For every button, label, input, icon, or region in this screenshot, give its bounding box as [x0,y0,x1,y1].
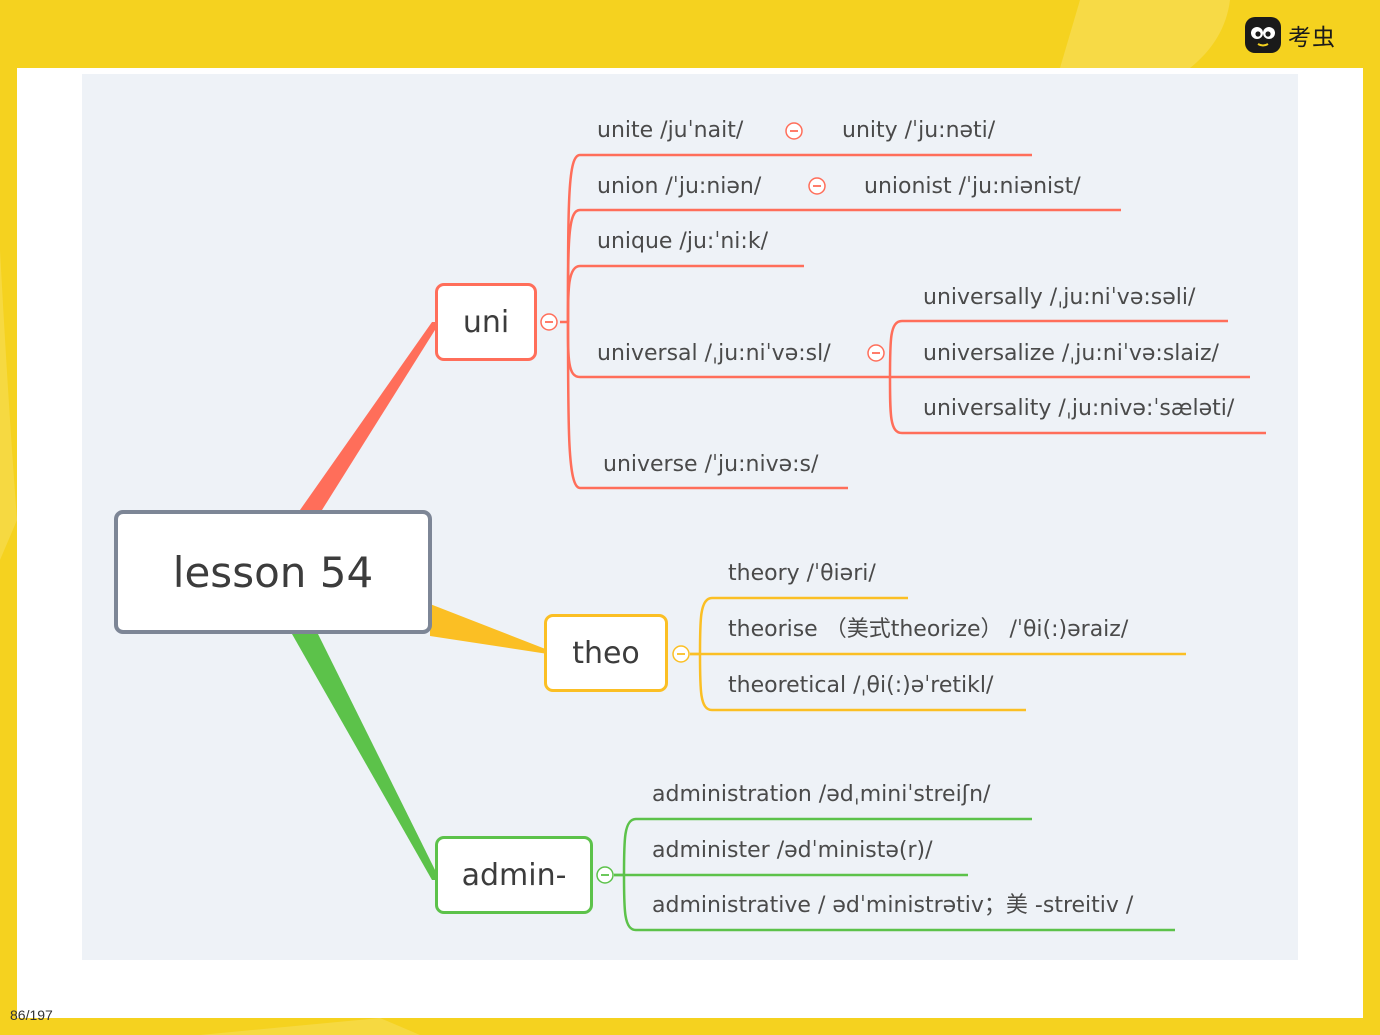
brand-name: 考虫 [1288,25,1336,51]
leaf-theoretical[interactable]: theoretical /ˌθi(:)əˈretikl/ [728,673,994,698]
leaf-unity[interactable]: unity /ˈju:nəti/ [842,118,996,143]
admin-node[interactable]: admin- [435,836,593,914]
leaf-administrative[interactable]: administrative / ədˈministrətiv；美 -strei… [652,893,1134,918]
theo-label: theo [572,635,640,671]
admin-sub-branches [614,817,1175,932]
leaf-universality[interactable]: universality /ˌju:nivə:ˈsæləti/ [923,396,1235,421]
leaf-unionist[interactable]: unionist /ˈju:niənist/ [864,174,1081,199]
admin-label: admin- [461,857,567,893]
leaf-theory[interactable]: theory /ˈθiəri/ [728,561,876,586]
theo-node[interactable]: theo [544,614,668,692]
leaf-universalize[interactable]: universalize /ˌju:niˈvə:slaiz/ [923,341,1219,366]
leaf-administer[interactable]: administer /ədˈministə(r)/ [652,838,933,863]
leaf-administration[interactable]: administration /ədˌminiˈstreiʃn/ [652,782,991,807]
leaf-universally[interactable]: universally /ˌju:niˈvə:səli/ [923,285,1196,310]
root-label: lesson 54 [172,547,374,597]
page-counter: 86/197 [10,1007,53,1023]
uni-main-branch [300,322,440,510]
leaf-universe[interactable]: universe /ˈju:nivə:s/ [603,452,819,477]
theo-main-branch [430,604,548,654]
theo-sub-branches [690,596,1186,712]
leaf-unique[interactable]: unique /ju:ˈni:k/ [597,229,768,254]
leaf-unite[interactable]: unite /juˈnait/ [597,118,744,143]
leaf-theorise[interactable]: theorise （美式theorize） /ˈθi(:)əraiz/ [728,617,1129,642]
uni-sub-branches [560,153,1266,490]
uni-label: uni [462,304,510,340]
brand-logo: 考虫 [1244,16,1336,54]
leaf-universal[interactable]: universal /ˌju:niˈvə:sl/ [597,341,831,366]
bug-face-logo-icon [1245,17,1281,53]
uni-node[interactable]: uni [435,283,537,361]
root-node[interactable]: lesson 54 [114,510,432,634]
leaf-union[interactable]: union /ˈju:niən/ [597,174,762,199]
admin-main-branch [292,634,440,880]
